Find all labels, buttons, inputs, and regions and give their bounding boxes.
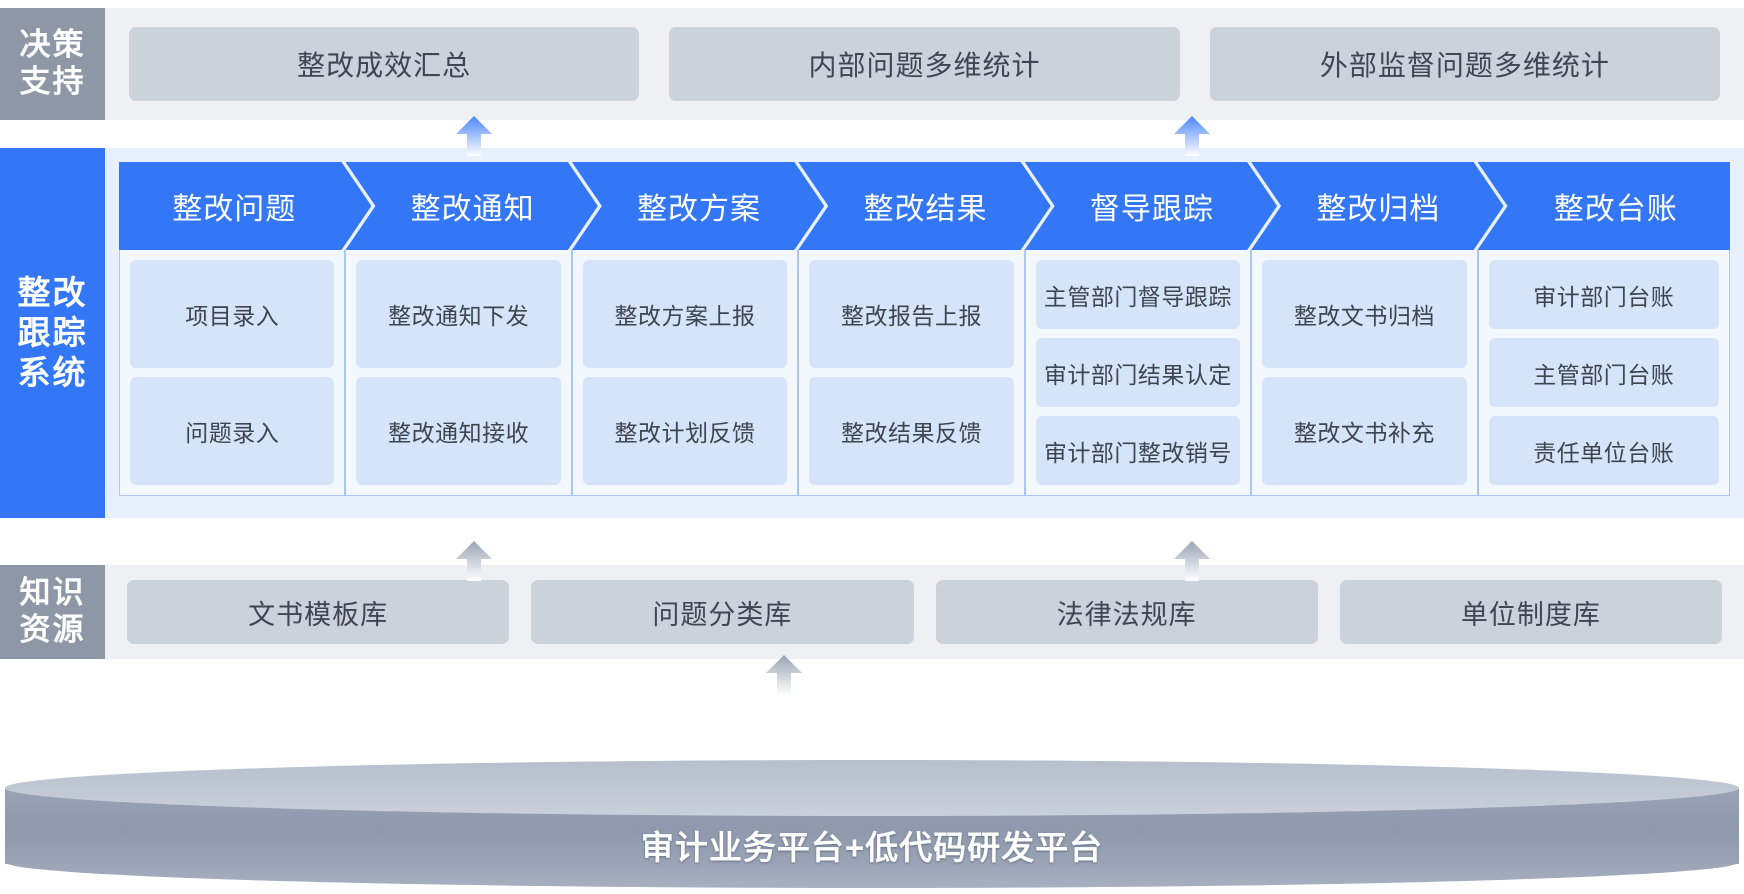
knowledge-resources-tag: 知识 资源 bbox=[0, 565, 105, 659]
stage-item[interactable]: 问题录入 bbox=[130, 377, 335, 485]
stage-title-chevron[interactable]: 整改问题 bbox=[119, 162, 371, 250]
stage-item[interactable]: 整改文书归档 bbox=[1262, 260, 1467, 368]
decision-card-rectification-summary[interactable]: 整改成效汇总 bbox=[129, 27, 640, 101]
platform-cylinder: 审计业务平台+低代码研发平台 bbox=[5, 760, 1739, 888]
stage-panel: 项目录入 问题录入 bbox=[119, 250, 346, 496]
stage-title-chevron[interactable]: 整改归档 bbox=[1251, 162, 1503, 250]
stage-item[interactable]: 审计部门整改销号 bbox=[1035, 416, 1241, 485]
knowledge-tag-line-1: 知识 bbox=[19, 575, 86, 611]
decision-support-tag-line-1: 决策 bbox=[19, 27, 86, 63]
stage-item[interactable]: 整改报告上报 bbox=[809, 260, 1014, 368]
decision-card-external-stats[interactable]: 外部监督问题多维统计 bbox=[1209, 27, 1720, 101]
stage-item[interactable]: 整改通知接收 bbox=[356, 377, 561, 485]
stage-rectification-issue: 整改问题 项目录入 问题录入 bbox=[119, 162, 371, 496]
stage-rectification-archive: 整改归档 整改文书归档 整改文书补充 bbox=[1251, 162, 1503, 496]
stage-panel: 主管部门督导跟踪 审计部门结果认定 审计部门整改销号 bbox=[1024, 250, 1252, 496]
stage-title-chevron[interactable]: 督导跟踪 bbox=[1025, 162, 1277, 250]
rectification-tag-line-2: 跟踪 bbox=[17, 313, 88, 351]
stage-item[interactable]: 整改方案上报 bbox=[582, 260, 788, 368]
stage-rectification-ledger: 整改台账 审计部门台账 主管部门台账 责任单位台账 bbox=[1477, 162, 1730, 496]
stage-item[interactable]: 审计部门结果认定 bbox=[1035, 338, 1241, 407]
stage-item[interactable]: 责任单位台账 bbox=[1488, 416, 1719, 485]
stage-supervision-tracking: 督导跟踪 主管部门督导跟踪 审计部门结果认定 审计部门整改销号 bbox=[1024, 162, 1277, 496]
cylinder-top-ellipse bbox=[5, 760, 1739, 816]
rectification-tag-line-3: 系统 bbox=[17, 354, 88, 392]
decision-card-internal-stats[interactable]: 内部问题多维统计 bbox=[669, 27, 1180, 101]
stage-title-chevron[interactable]: 整改结果 bbox=[798, 162, 1050, 250]
stage-item[interactable]: 项目录入 bbox=[130, 260, 335, 368]
stage-title-chevron[interactable]: 整改通知 bbox=[345, 162, 597, 250]
arrow-up-to-knowledge-icon bbox=[766, 655, 802, 695]
process-flow: 整改问题 项目录入 问题录入 整改通知 整改通知下发 整改通知接收 整改方案 bbox=[119, 162, 1730, 496]
stage-title-chevron[interactable]: 整改台账 bbox=[1477, 162, 1730, 250]
knowledge-card-document-template[interactable]: 文书模板库 bbox=[127, 580, 510, 644]
decision-support-cards: 整改成效汇总 内部问题多维统计 外部监督问题多维统计 bbox=[105, 8, 1744, 120]
knowledge-card-unit-policy[interactable]: 单位制度库 bbox=[1339, 580, 1722, 644]
rectification-system-band: 整改 跟踪 系统 整改问题 项目录入 问题录入 整改通知 整改通知下发 bbox=[0, 148, 1744, 518]
arrow-up-to-system-left-icon bbox=[456, 541, 492, 581]
stage-title-chevron[interactable]: 整改方案 bbox=[572, 162, 824, 250]
stage-item[interactable]: 审计部门台账 bbox=[1488, 260, 1719, 329]
knowledge-resources-cards: 文书模板库 问题分类库 法律法规库 单位制度库 bbox=[105, 565, 1744, 659]
arrow-up-to-decision-right-icon bbox=[1174, 116, 1210, 156]
rectification-flow-body: 整改问题 项目录入 问题录入 整改通知 整改通知下发 整改通知接收 整改方案 bbox=[105, 148, 1744, 518]
stage-panel: 整改文书归档 整改文书补充 bbox=[1251, 250, 1478, 496]
stage-rectification-notice: 整改通知 整改通知下发 整改通知接收 bbox=[345, 162, 597, 496]
arrow-up-to-system-right-icon bbox=[1174, 541, 1210, 581]
knowledge-card-law-regulation[interactable]: 法律法规库 bbox=[935, 580, 1318, 644]
decision-support-band: 决策 支持 整改成效汇总 内部问题多维统计 外部监督问题多维统计 bbox=[0, 8, 1744, 120]
stage-panel: 审计部门台账 主管部门台账 责任单位台账 bbox=[1477, 250, 1730, 496]
stage-panel: 整改方案上报 整改计划反馈 bbox=[571, 250, 799, 496]
decision-support-tag-line-2: 支持 bbox=[19, 64, 86, 99]
knowledge-card-issue-category[interactable]: 问题分类库 bbox=[531, 580, 914, 644]
stage-rectification-result: 整改结果 整改报告上报 整改结果反馈 bbox=[798, 162, 1050, 496]
rectification-tag-line-1: 整改 bbox=[17, 273, 88, 311]
knowledge-tag-line-2: 资源 bbox=[19, 612, 86, 647]
rectification-system-tag: 整改 跟踪 系统 bbox=[0, 148, 105, 518]
platform-label: 审计业务平台+低代码研发平台 bbox=[640, 829, 1104, 866]
stage-item[interactable]: 整改通知下发 bbox=[356, 260, 561, 368]
stage-panel: 整改报告上报 整改结果反馈 bbox=[798, 250, 1025, 496]
arrow-up-to-decision-left-icon bbox=[456, 116, 492, 156]
stage-rectification-plan: 整改方案 整改方案上报 整改计划反馈 bbox=[571, 162, 824, 496]
stage-item[interactable]: 主管部门督导跟踪 bbox=[1035, 260, 1241, 329]
decision-support-tag: 决策 支持 bbox=[0, 8, 105, 120]
stage-item[interactable]: 整改文书补充 bbox=[1262, 377, 1467, 485]
stage-item[interactable]: 整改计划反馈 bbox=[582, 377, 788, 485]
stage-item[interactable]: 整改结果反馈 bbox=[809, 377, 1014, 485]
stage-item[interactable]: 主管部门台账 bbox=[1488, 338, 1719, 407]
knowledge-resources-band: 知识 资源 文书模板库 问题分类库 法律法规库 单位制度库 bbox=[0, 565, 1744, 659]
stage-panel: 整改通知下发 整改通知接收 bbox=[345, 250, 572, 496]
